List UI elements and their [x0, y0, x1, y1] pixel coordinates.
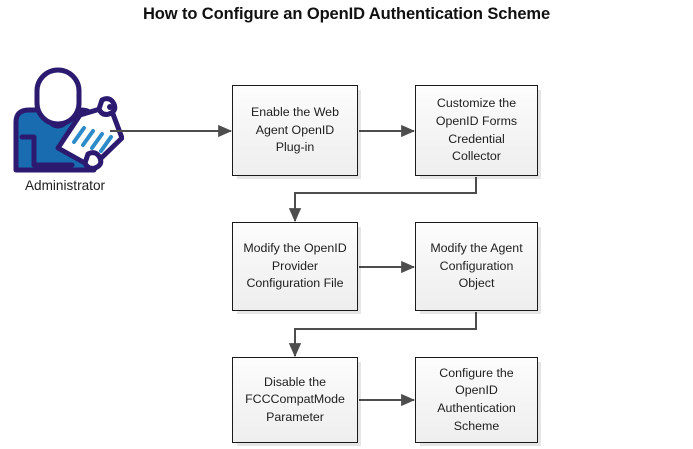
- edge-node-4-to-node-5: [288, 312, 477, 358]
- flow-node-label: Modify the Agent Configuration Object: [430, 241, 523, 291]
- flow-node-label: Customize the OpenID Forms Credential Co…: [435, 96, 518, 164]
- flow-node-disable-fcccompatmode-parameter[interactable]: Disable the FCCCompatMode Parameter: [232, 357, 358, 443]
- flow-node-label: Enable the Web Agent OpenID Plug-in: [251, 105, 339, 155]
- flow-node-label: Disable the FCCCompatMode Parameter: [245, 374, 345, 424]
- flow-node-modify-openid-provider-configuration-file[interactable]: Modify the OpenID Provider Configuration…: [232, 222, 358, 311]
- page-title: How to Configure an OpenID Authenticatio…: [142, 5, 551, 23]
- flow-node-enable-web-agent-openid-plugin[interactable]: Enable the Web Agent OpenID Plug-in: [232, 85, 358, 176]
- actor-label: Administrator: [24, 178, 106, 193]
- administrator-actor: Administrator: [6, 66, 124, 216]
- flow-node-label: Configure the OpenID Authentication Sche…: [437, 365, 516, 433]
- edge-node-2-to-node-3: [288, 177, 477, 223]
- flow-node-label: Modify the OpenID Provider Configuration…: [243, 241, 347, 291]
- flow-node-modify-agent-configuration-object[interactable]: Modify the Agent Configuration Object: [415, 222, 538, 311]
- administrator-with-clipboard-icon: [13, 67, 124, 173]
- flow-node-configure-openid-authentication-scheme[interactable]: Configure the OpenID Authentication Sche…: [415, 357, 538, 443]
- flow-node-customize-openid-forms-credential-collector[interactable]: Customize the OpenID Forms Credential Co…: [415, 85, 538, 176]
